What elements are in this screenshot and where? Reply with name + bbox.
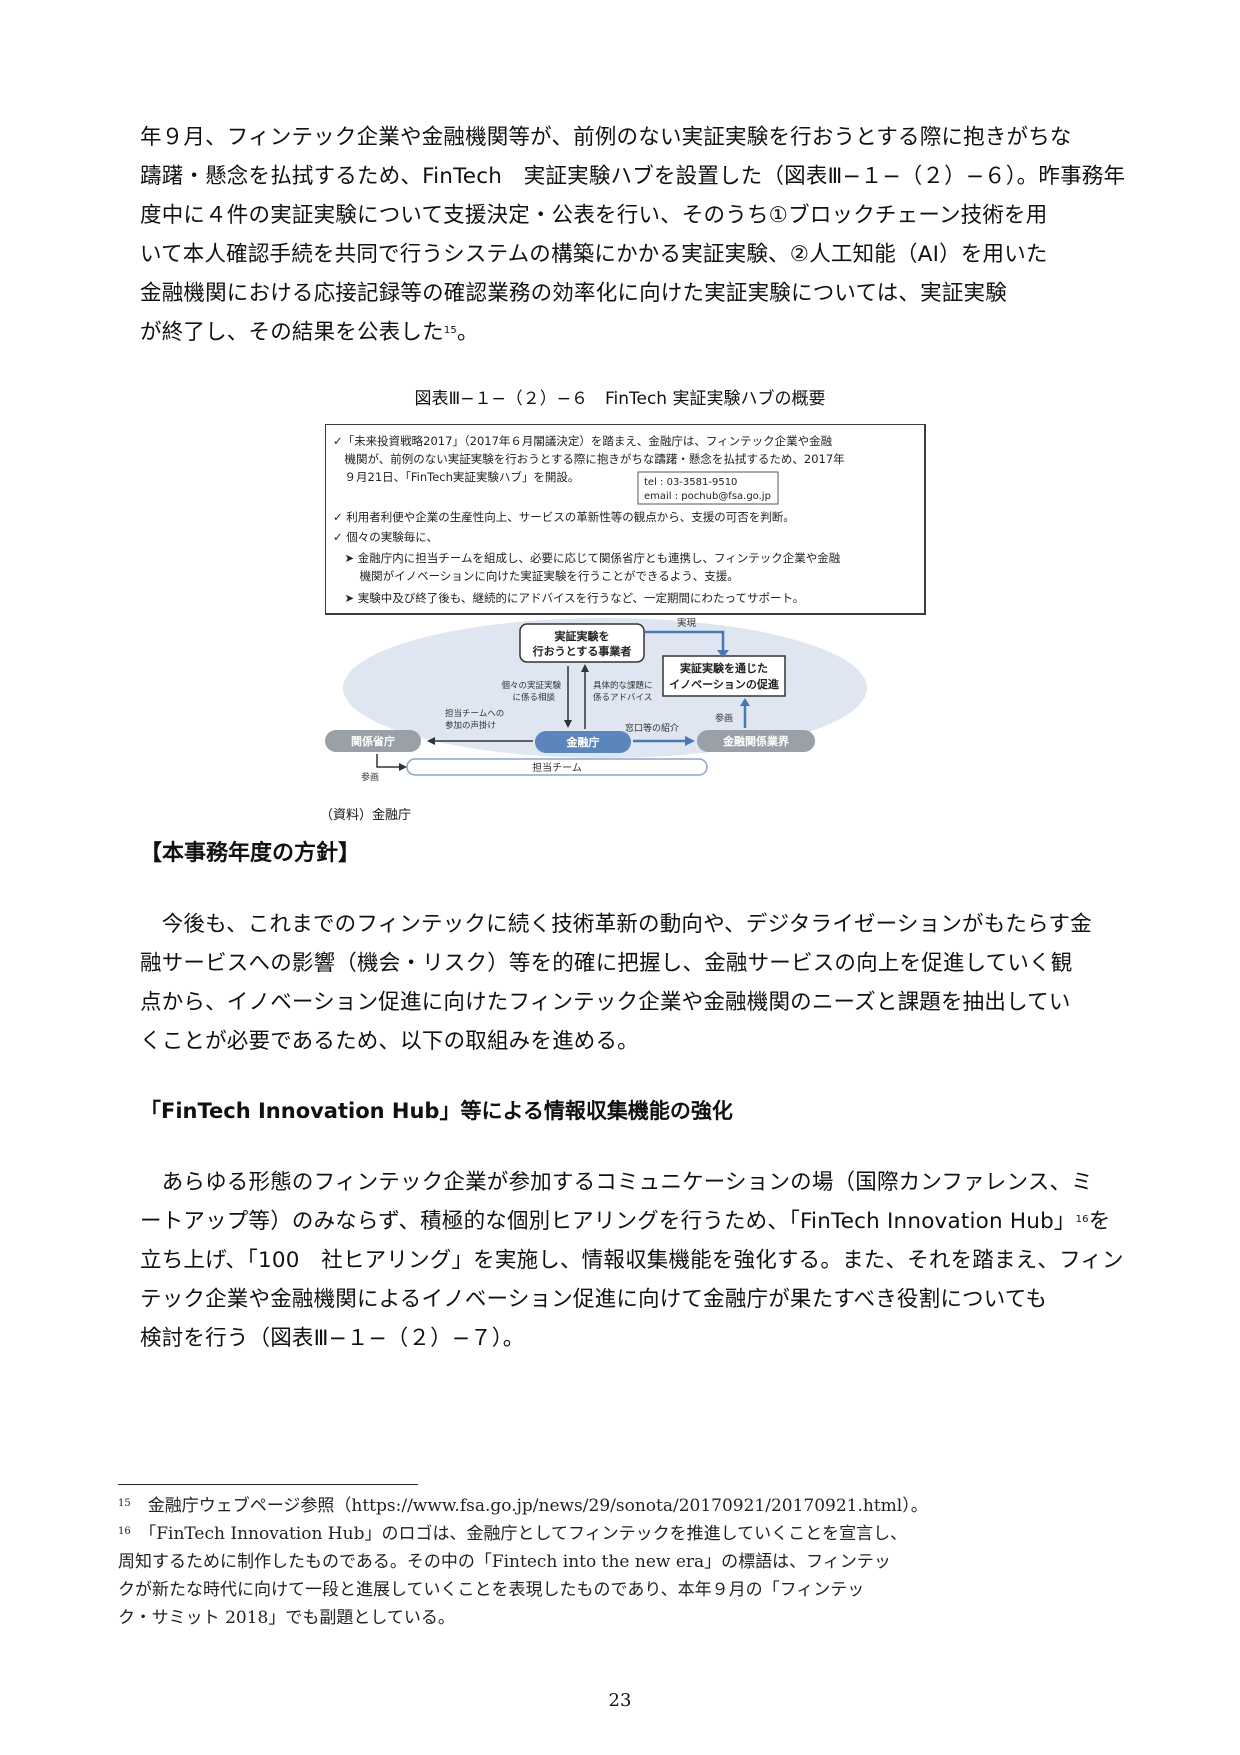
text-line: 年９月、フィンテック企業や金融機関等が、前例のない実証実験を行おうとする際に抱き… — [140, 125, 1072, 150]
label-advice: 係るアドバイス — [593, 693, 652, 703]
box-line: 機関がイノベーションに向けた実証実験を行うことができるよう、支援。 — [333, 569, 739, 583]
text-line: ートアップ等）のみならず、積極的な個別ヒアリングを行うため、「FinTech I… — [140, 1209, 1111, 1234]
footnote-15: 15 金融庁ウェブページ参照（https://www.fsa.go.jp/new… — [118, 1496, 928, 1516]
fsa-node — [535, 731, 631, 753]
industry-node — [697, 730, 815, 752]
section-heading: 【本事務年度の方針】 — [140, 841, 361, 866]
label-consult: 個々の実証実験 — [501, 680, 561, 691]
figure-text-box — [325, 424, 926, 615]
text-line: あらゆる形態のフィンテック企業が参加するコミュニケーションの場（国際カンファレン… — [140, 1170, 1093, 1195]
footnote-ref-16[interactable]: 16 — [1075, 1214, 1089, 1225]
text-line: テック企業や金融機関によるイノベーション促進に向けて金融庁が果たすべき役割につい… — [140, 1287, 1048, 1312]
box-line: ➤ 実験中及び終了後も、継続的にアドバイスを行うなど、一定期間にわたってサポート… — [333, 591, 804, 605]
text-line: 今後も、これまでのフィンテックに続く技術革新の動向や、デジタライゼーションがもた… — [140, 912, 1092, 937]
label-consult: に係る相談 — [512, 692, 555, 703]
policy-paragraph: 今後も、これまでのフィンテックに続く技術革新の動向や、デジタライゼーションがもた… — [140, 905, 1126, 1061]
footnote-16: 16 「FinTech Innovation Hub」のロゴは、金融庁としてフィ… — [118, 1524, 908, 1544]
label-participate: 参画 — [361, 771, 379, 783]
hub-paragraph: あらゆる形態のフィンテック企業が参加するコミュニケーションの場（国際カンファレン… — [140, 1163, 1126, 1358]
contact-tel: tel : 03-3581-9510 — [644, 477, 737, 488]
realize-arrow — [645, 630, 725, 652]
footnote-line: ク・サミット 2018」でも副題としている。 — [118, 1608, 455, 1628]
label-window: 窓口等の紹介 — [625, 722, 679, 734]
footnote-line: クが新たな時代に向けて一段と進展していくことを表現したものであり、本年９月の「フ… — [118, 1580, 865, 1600]
footnotes: 15 金融庁ウェブページ参照（https://www.fsa.go.jp/new… — [118, 1492, 1128, 1632]
label-advice: 具体的な課題に — [593, 680, 653, 691]
box-line: 機関が、前例のない実証実験を行おうとする際に抱きがちな躊躇・懸念を払拭するため、… — [333, 452, 845, 466]
label-call: 参加の声掛け — [445, 720, 496, 731]
figure-caption: 図表Ⅲ−１−（２）−６ FinTech 実証実験ハブの概要 — [414, 389, 826, 409]
label-realize: 実現 — [677, 617, 697, 629]
text-line: 検討を行う（図表Ⅲ−１−（２）−７）。 — [140, 1326, 525, 1351]
fintech-hub-figure: ✓「未来投資戦略2017」（2017年６月閣議決定）を踏まえ、金融庁は、フィンテ… — [325, 424, 926, 783]
text-line: いて本人確認手続を共同で行うシステムの構築にかかる実証実験、②人工知能（AI）を… — [140, 242, 1048, 267]
footnote-divider — [118, 1484, 418, 1485]
innovation-node-label: 実証実験を通じた — [680, 661, 768, 675]
text-line: 金融機関における応接記録等の確認業務の効率化に向けた実証実験については、実証実験 — [140, 281, 1007, 306]
box-line: ✓「未来投資戦略2017」（2017年６月閣議決定）を踏まえ、金融庁は、フィンテ… — [333, 434, 833, 448]
contact-box — [637, 471, 779, 505]
footnote-line: 周知するために制作したものである。その中の「Fintech into the n… — [118, 1552, 891, 1572]
figure-source: （資料）金融庁 — [320, 808, 412, 823]
innovation-node-label: イノベーションの促進 — [669, 677, 780, 691]
box-line: ✓ 利用者利便や企業の生産性向上、サービスの革新性等の観点から、支援の可否を判断… — [333, 510, 795, 524]
business-node-label: 行おうとする事業者 — [532, 644, 632, 658]
contact-email: email : pochub@fsa.go.jp — [644, 491, 771, 502]
business-node-label: 実証実験を — [555, 629, 610, 643]
subsection-heading: 「FinTech Innovation Hub」等による情報収集機能の強化 — [140, 1099, 733, 1123]
text-line: くことが必要であるため、以下の取組みを進める。 — [140, 1029, 639, 1054]
text-line: 点から、イノベーション促進に向けたフィンテック企業や金融機関のニーズと課題を抽出… — [140, 990, 1071, 1015]
footnote-ref-15[interactable]: 15 — [443, 325, 457, 336]
business-node — [519, 623, 645, 663]
box-line: ➤ 金融庁内に担当チームを組成し、必要に応じて関係省庁とも連携し、フィンテック企… — [333, 551, 841, 565]
industry-node-label: 金融関係業界 — [722, 734, 789, 748]
ministries-node-label: 関係省庁 — [351, 734, 395, 748]
team-bar-label: 担当チーム — [532, 761, 582, 774]
intro-paragraph: 年９月、フィンテック企業や金融機関等が、前例のない実証実験を行おうとする際に抱き… — [140, 118, 1126, 352]
text-line: 融サービスへの影響（機会・リスク）等を的確に把握し、金融サービスの向上を促進して… — [140, 951, 1073, 976]
diagram-background — [343, 618, 867, 758]
text-line-last: が終了し、その結果を公表した15。 — [140, 320, 479, 345]
fsa-node-label: 金融庁 — [566, 735, 600, 749]
box-line: ９月21日、「FinTech実証実験ハブ」を開設。 — [333, 470, 579, 484]
label-participate: 参画 — [715, 712, 733, 724]
page-number: 23 — [608, 1690, 632, 1711]
text-line: 躊躇・懸念を払拭するため、FinTech 実証実験ハブを設置した（図表Ⅲ−１−（… — [140, 164, 1126, 189]
text-line: 立ち上げ、「100 社ヒアリング」を実施し、情報収集機能を強化する。また、それを… — [140, 1248, 1124, 1273]
participate-arrow — [376, 754, 401, 768]
ministries-node — [325, 730, 421, 752]
box-line: ✓ 個々の実験毎に、 — [333, 530, 438, 544]
label-call: 担当チームへの — [445, 708, 504, 719]
text-line: 度中に４件の実証実験について支援決定・公表を行い、そのうち①ブロックチェーン技術… — [140, 203, 1048, 228]
